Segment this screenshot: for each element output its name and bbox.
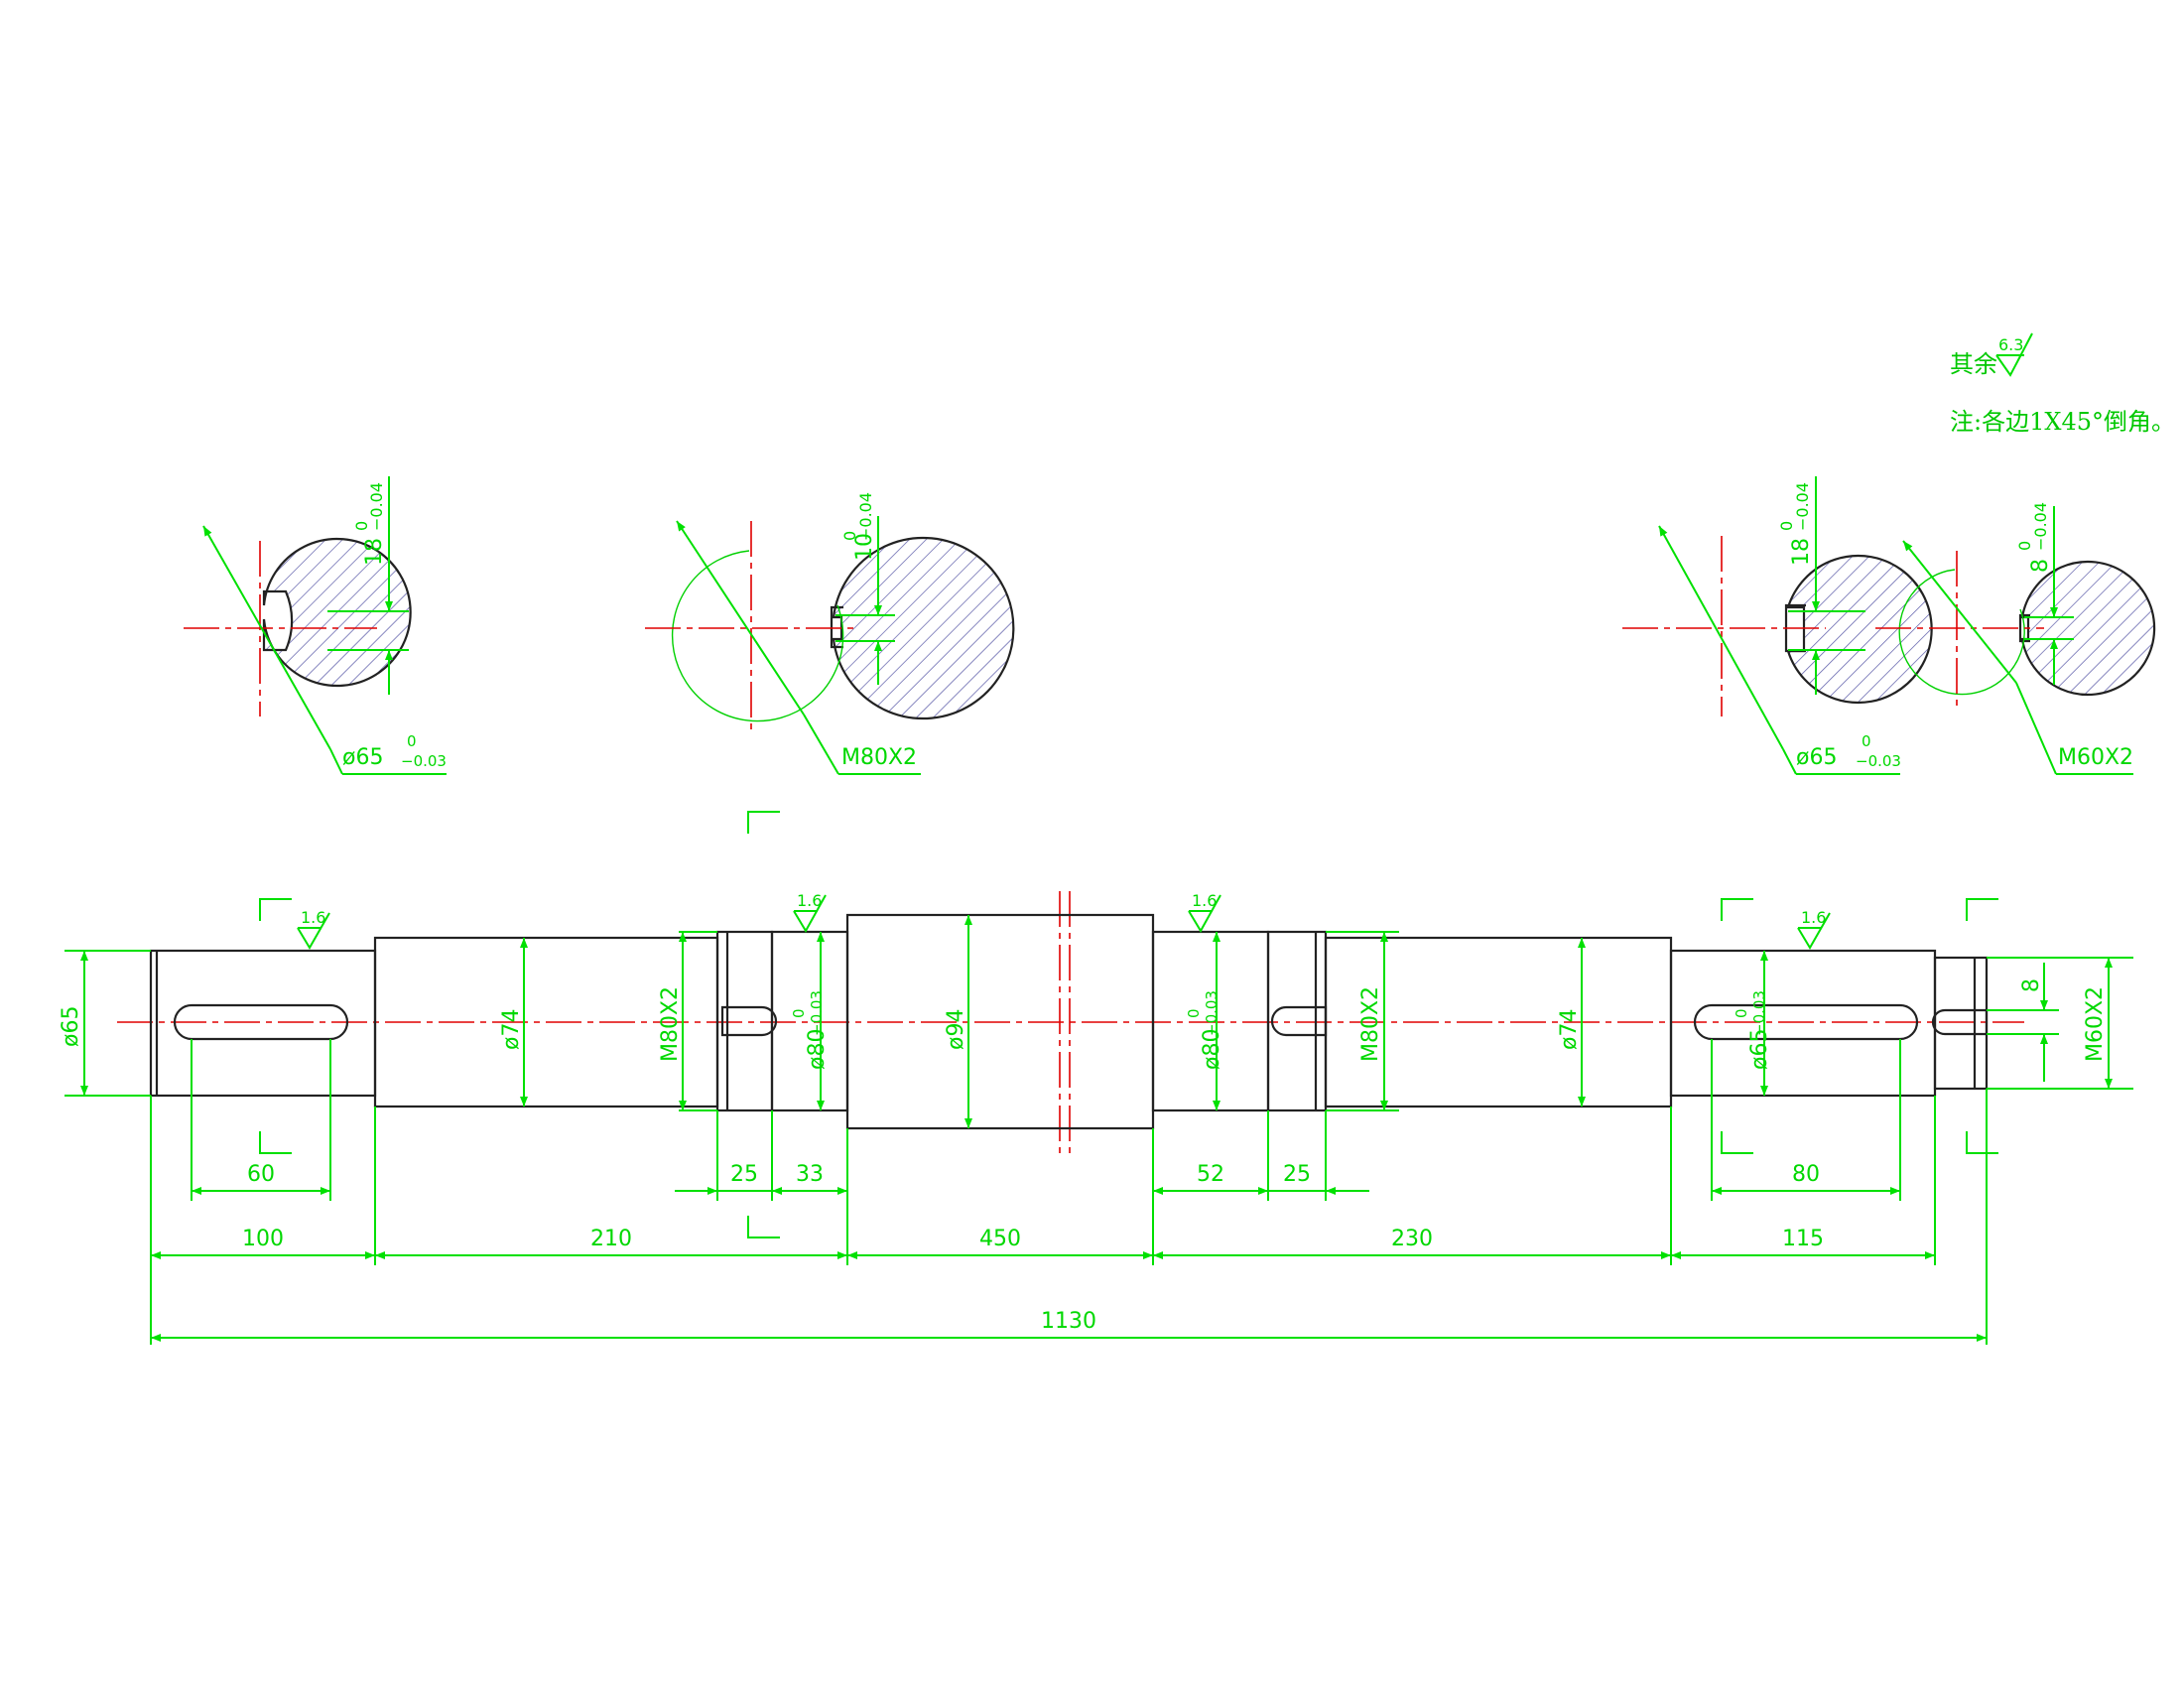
roughness-1: 1.6 bbox=[301, 908, 325, 927]
dim-key8: 8 bbox=[2019, 978, 2044, 992]
section-view-4: 8 0 −0.04 M60X2 bbox=[1875, 502, 2156, 775]
dim-d80-right-tol-lower: −0.03 bbox=[1203, 990, 1220, 1036]
dim-m60: M60X2 bbox=[2083, 986, 2108, 1062]
dim-d80-left-tol-upper: 0 bbox=[790, 1008, 808, 1018]
dim-d65-right-tol-upper: 0 bbox=[1733, 1008, 1750, 1018]
sec1-dia-tol-upper: 0 bbox=[407, 732, 417, 750]
sec4-key-tol-lower: −0.04 bbox=[2031, 502, 2050, 551]
sec1-dia: ø65 bbox=[342, 745, 383, 770]
roughness-3: 1.6 bbox=[1192, 891, 1217, 910]
notes: 其余 6.3 注:各边1X45°倒角。 bbox=[1950, 332, 2175, 436]
dim-d80-right-tol-upper: 0 bbox=[1185, 1008, 1203, 1018]
dim-key-right: 80 bbox=[1792, 1162, 1820, 1187]
sec3-key-tol-lower: −0.04 bbox=[1793, 482, 1812, 531]
dim-l450: 450 bbox=[979, 1227, 1021, 1251]
sec1-key-width: 18 bbox=[362, 538, 387, 566]
rest-roughness-value: 6.3 bbox=[1998, 335, 2023, 354]
dim-d74-right: ø74 bbox=[1557, 1009, 1582, 1050]
dim-key-left: 60 bbox=[247, 1162, 275, 1187]
sec3-dia: ø65 bbox=[1796, 745, 1837, 770]
dim-total: 1130 bbox=[1041, 1309, 1096, 1334]
section-view-3: 18 0 −0.04 ø65 0 −0.03 bbox=[1622, 476, 1933, 775]
sec2-key-width: 10 bbox=[852, 533, 877, 561]
section-view-1: 18 0 −0.04 ø65 0 −0.03 bbox=[184, 476, 447, 775]
length-dimensions: 60 25 33 52 25 80 100 210 450 230 bbox=[150, 1039, 1988, 1345]
section-markers bbox=[259, 811, 1998, 1238]
rest-label: 其余 bbox=[1950, 350, 1997, 378]
dim-d65-left: ø65 bbox=[59, 1006, 83, 1047]
sec4-key-width: 8 bbox=[2028, 559, 2053, 573]
dim-d80-left: ø80 bbox=[805, 1029, 830, 1070]
dim-l210: 210 bbox=[590, 1227, 632, 1251]
sec1-key-tol-lower: −0.04 bbox=[367, 482, 386, 531]
dim-g25-left: 25 bbox=[730, 1162, 758, 1187]
roughness-2: 1.6 bbox=[797, 891, 822, 910]
sec1-dia-tol-lower: −0.03 bbox=[401, 752, 447, 770]
section-view-2: 10 0 −0.04 M80X2 bbox=[645, 492, 1015, 775]
dim-g52: 52 bbox=[1197, 1162, 1224, 1187]
rest-roughness-symbol: 6.3 bbox=[1995, 332, 2033, 377]
diameter-dimensions: ø65 ø74 M80X2 ø80 0 −0.03 ø94 ø80 0 −0.0… bbox=[59, 915, 2133, 1128]
dim-m80-right: M80X2 bbox=[1358, 986, 1383, 1062]
sec4-key-tol-upper: 0 bbox=[2015, 541, 2034, 551]
dim-d65-right: ø65 bbox=[1747, 1029, 1772, 1070]
sec1-key-tol-upper: 0 bbox=[352, 521, 371, 531]
dim-g25-right: 25 bbox=[1283, 1162, 1311, 1187]
main-shaft-view bbox=[117, 891, 2024, 1159]
sec4-dia: M60X2 bbox=[2058, 745, 2133, 770]
dim-l115: 115 bbox=[1782, 1227, 1824, 1251]
dim-d80-left-tol-lower: −0.03 bbox=[808, 990, 826, 1036]
dim-l230: 230 bbox=[1391, 1227, 1433, 1251]
dim-d94: ø94 bbox=[944, 1009, 968, 1050]
roughness-symbols: 1.6 1.6 1.6 1.6 bbox=[297, 891, 1831, 950]
dim-g33: 33 bbox=[796, 1162, 824, 1187]
sec3-dia-tol-upper: 0 bbox=[1862, 732, 1871, 750]
sec3-key-width: 18 bbox=[1789, 538, 1814, 566]
sec2-key-tol-upper: 0 bbox=[840, 531, 859, 541]
chamfer-note: 注:各边1X45°倒角。 bbox=[1950, 408, 2175, 436]
dim-m80-left: M80X2 bbox=[658, 986, 683, 1062]
sec2-dia: M80X2 bbox=[841, 745, 917, 770]
sec3-key-tol-upper: 0 bbox=[1777, 521, 1796, 531]
dim-d65-right-tol-lower: −0.03 bbox=[1750, 990, 1768, 1036]
dim-d80-right: ø80 bbox=[1200, 1029, 1224, 1070]
roughness-4: 1.6 bbox=[1801, 908, 1826, 927]
sec3-dia-tol-lower: −0.03 bbox=[1856, 752, 1901, 770]
dim-d74-left: ø74 bbox=[499, 1009, 524, 1050]
dim-l100: 100 bbox=[242, 1227, 284, 1251]
sec2-key-tol-lower: −0.04 bbox=[856, 492, 875, 541]
